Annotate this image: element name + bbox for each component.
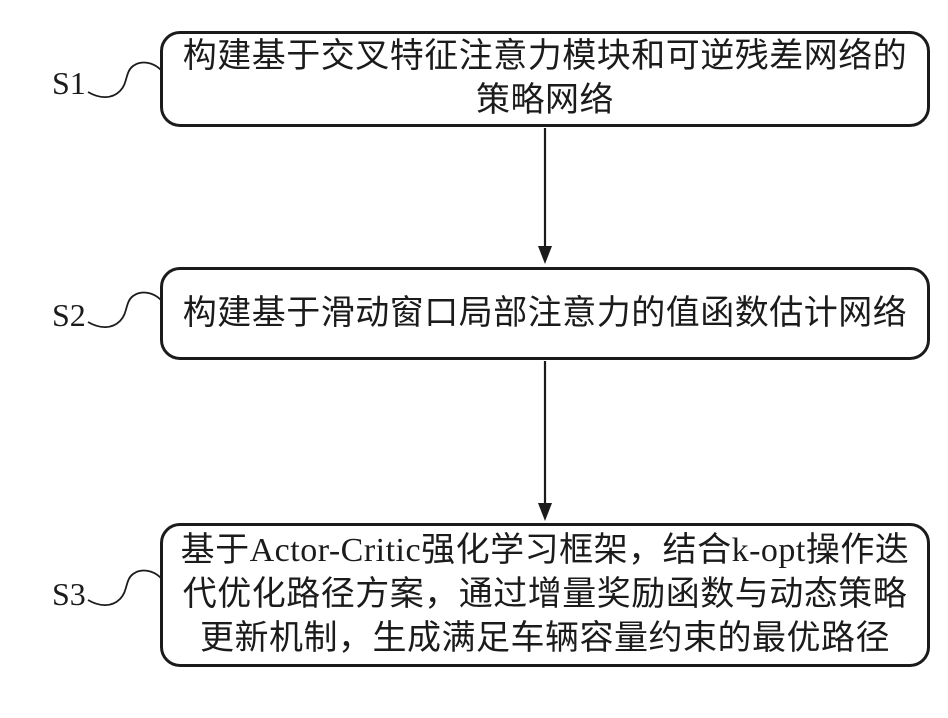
step-box-s2: 构建基于滑动窗口局部注意力的值函数估计网络 xyxy=(160,267,930,360)
step-label-s1: S1 xyxy=(52,65,86,101)
step-text-line: 基于Actor-Critic强化学习框架，结合k-opt操作迭 xyxy=(180,532,910,569)
step-text-line: 代优化路径方案，通过增量奖励函数与动态策略 xyxy=(182,576,908,613)
step-label-s2: S2 xyxy=(52,297,86,333)
down-arrow-icon xyxy=(538,128,552,264)
step-box-s1: 构建基于交叉特征注意力模块和可逆残差网络的 策略网络 xyxy=(160,31,930,127)
step-text-line: 构建基于交叉特征注意力模块和可逆残差网络的 xyxy=(182,38,908,75)
step-text-line: 构建基于滑动窗口局部注意力的值函数估计网络 xyxy=(182,294,908,332)
step-box-s3: 基于Actor-Critic强化学习框架，结合k-opt操作迭 代优化路径方案，… xyxy=(160,523,930,667)
down-arrow-icon xyxy=(538,361,552,521)
step-text-line: 策略网络 xyxy=(476,82,614,119)
step-label-s3: S3 xyxy=(52,576,86,612)
step-text-line: 更新机制，生成满足车辆容量约束的最优路径 xyxy=(200,620,890,657)
